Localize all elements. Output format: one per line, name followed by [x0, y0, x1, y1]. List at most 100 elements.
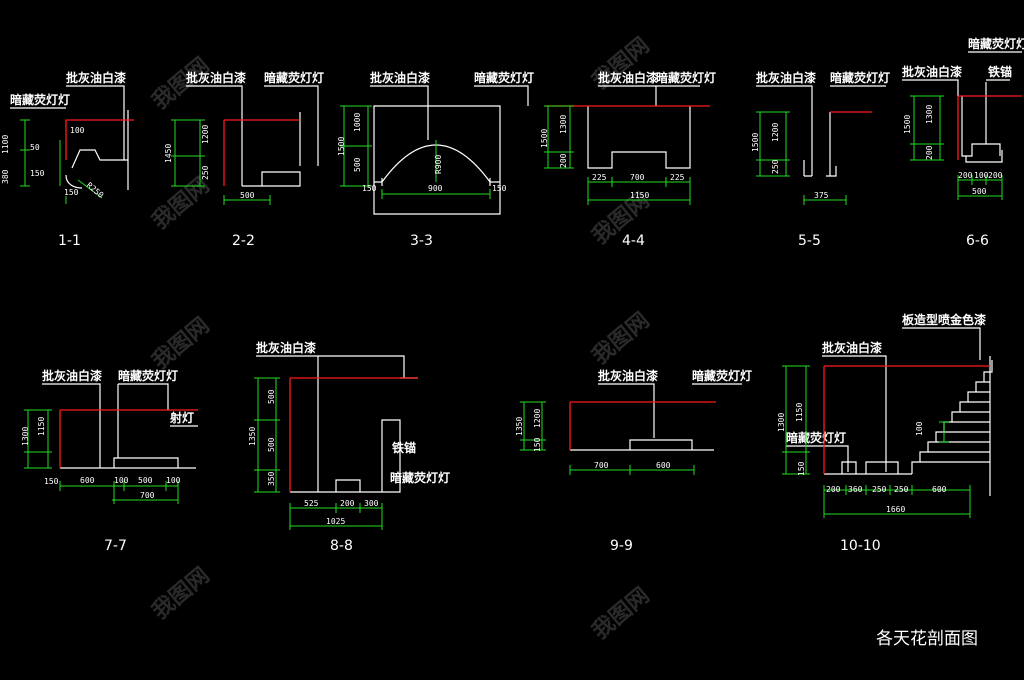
note-light: 暗藏荧灯灯: [10, 92, 70, 107]
ceiling-edge: [957, 95, 1022, 160]
section-5-5: 批灰油白漆 暗藏荧灯灯 1500 1200 250 375 5-5: [751, 70, 890, 249]
section-label: 8-8: [330, 538, 353, 554]
dim-label: 900: [428, 184, 443, 193]
note-paint: 批灰油白漆: [756, 70, 816, 85]
watermark: 我图网: [148, 563, 215, 625]
dim-label: 350: [267, 471, 276, 486]
ceiling-profile: [961, 82, 1003, 163]
note-paint: 批灰油白漆: [186, 70, 246, 85]
dim-label: 1300: [21, 427, 30, 446]
ceiling-profile: [570, 439, 714, 451]
note-paint: 批灰油白漆: [42, 368, 102, 383]
dim-label: 1200: [533, 409, 542, 428]
section-label: 10-10: [840, 538, 881, 554]
dim-label: 1500: [751, 133, 760, 152]
dim-label: 150: [492, 184, 507, 193]
watermark: 我图网: [588, 583, 655, 645]
dim-label: 1300: [925, 105, 934, 124]
watermark: 我图网: [148, 173, 215, 235]
dim-label: 200: [988, 171, 1003, 180]
leader-line: [42, 383, 169, 468]
dim-label: R250: [85, 181, 106, 200]
dim-label: 500: [353, 157, 362, 172]
dim-label: 1350: [515, 417, 524, 436]
dim-label: 1150: [630, 191, 649, 200]
section-label: 4-4: [622, 233, 645, 249]
note-light: 暗藏荧灯灯: [118, 368, 178, 383]
leader-line: [186, 85, 319, 186]
section-8-8: 批灰油白漆 铁锚 暗藏荧灯灯 500 1350 500 350 525 200 …: [248, 340, 450, 554]
dimension-lines: [20, 119, 67, 204]
ceiling-profile: [60, 425, 198, 469]
section-2-2: 批灰油白漆 暗藏荧灯灯 1450 1200 250 500 2-2: [164, 70, 324, 249]
section-label: 5-5: [798, 233, 821, 249]
dim-label: 100: [166, 476, 181, 485]
dim-label: 700: [630, 173, 645, 182]
dim-label: 50: [30, 143, 40, 152]
dim-label: 700: [594, 461, 609, 470]
section-4-4: 批灰油白漆 暗藏荧灯灯 1500 1300 200 225 700 225 11…: [540, 70, 716, 249]
dim-label: 250: [872, 485, 887, 494]
ceiling-profile: [824, 461, 912, 475]
dim-label: 500: [972, 187, 987, 196]
leader-line: [756, 85, 886, 176]
note-paint: 批灰油白漆: [822, 340, 882, 355]
dim-label: 200: [340, 499, 355, 508]
dim-label: 150: [64, 188, 79, 197]
dim-label: 200: [826, 485, 841, 494]
dim-label: 200: [925, 145, 934, 160]
dimension-lines: [520, 401, 695, 475]
leader-line: [902, 51, 1022, 96]
dimension-lines: [782, 365, 971, 518]
dim-label: 380: [1, 169, 10, 184]
dim-label: 250: [894, 485, 909, 494]
dim-label: 600: [932, 485, 947, 494]
dim-label: 500: [138, 476, 153, 485]
dim-label: 300: [364, 499, 379, 508]
section-label: 1-1: [58, 233, 81, 249]
dim-label: 1300: [777, 413, 786, 432]
ceiling-profile: [242, 112, 301, 187]
dim-label: 1000: [353, 113, 362, 132]
ceiling-profile: [803, 112, 837, 177]
note-paint: 批灰油白漆: [598, 70, 658, 85]
dim-label: 100: [974, 171, 989, 180]
ceiling-frame: [373, 105, 501, 215]
dim-label: 250: [771, 159, 780, 174]
dim-label: 1500: [337, 137, 346, 156]
dim-label: 1150: [37, 417, 46, 436]
dim-label: 1300: [559, 115, 568, 134]
dim-label: 500: [267, 389, 276, 404]
section-label: 3-3: [410, 233, 433, 249]
step-lines: [920, 381, 990, 463]
note-gold: 板造型喷金色漆: [902, 312, 986, 327]
note-paint: 批灰油白漆: [598, 368, 658, 383]
dim-label: 250: [201, 165, 210, 180]
dimension-lines: [910, 95, 1003, 200]
section-label: 2-2: [232, 233, 255, 249]
dim-label: 1350: [248, 427, 257, 446]
note-light: 暗藏荧灯灯: [390, 470, 450, 485]
dim-label: 1200: [771, 123, 780, 142]
dim-label: 200: [958, 171, 973, 180]
section-10-10: 板造型喷金色漆 批灰油白漆 暗藏荧灯灯 1300 1150 100 150 20…: [777, 312, 993, 554]
section-7-7: 批灰油白漆 暗藏荧灯灯 射灯 1300 1150 150 600 100 500…: [21, 368, 198, 554]
dimension-lines: [544, 105, 691, 205]
leader-line: [370, 85, 529, 140]
ceiling-edge: [823, 365, 990, 474]
ceiling-edge: [289, 377, 418, 492]
note-paint: 批灰油白漆: [902, 64, 962, 79]
dimension-lines: [340, 105, 491, 199]
section-9-9: 批灰油白漆 暗藏荧灯灯 1350 1200 150 700 600 9-9: [515, 368, 752, 554]
dim-label: 150: [533, 437, 542, 452]
dim-label: 1200: [201, 125, 210, 144]
section-3-3: 批灰油白漆 暗藏荧灯灯 1500 1000 500 150 900 150 R9…: [337, 70, 534, 249]
watermark: 我图网: [588, 33, 655, 95]
dimension-lines: [756, 111, 847, 205]
dim-label: 150: [362, 184, 377, 193]
watermark: 我图网: [588, 308, 655, 370]
leader-line: [598, 383, 742, 438]
dimension-lines: [77, 179, 103, 199]
dimension-lines: [24, 409, 179, 504]
dim-label: 1100: [1, 135, 10, 154]
